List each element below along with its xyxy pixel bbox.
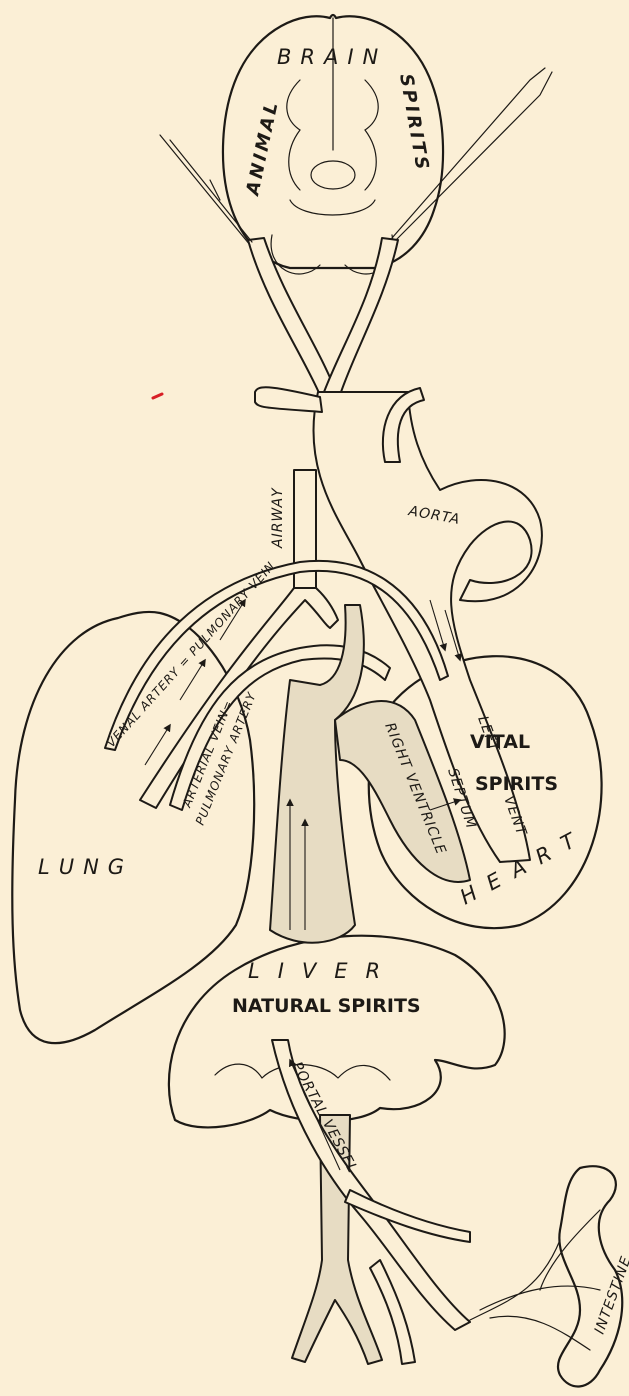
label-spirits-vital: SPIRITS (475, 773, 558, 795)
label-brain: BRAIN (277, 45, 387, 69)
lung-outline (12, 612, 254, 1043)
label-airway: AIRWAY (270, 487, 286, 549)
label-natural-spirits: NATURAL SPIRITS (232, 995, 421, 1017)
label-lung: LUNG (38, 855, 133, 879)
brachiocephalic-branch (255, 387, 322, 412)
label-liver: LIVER (248, 959, 398, 983)
red-ink-mark (153, 394, 162, 398)
label-vital: VITAL (470, 731, 530, 753)
